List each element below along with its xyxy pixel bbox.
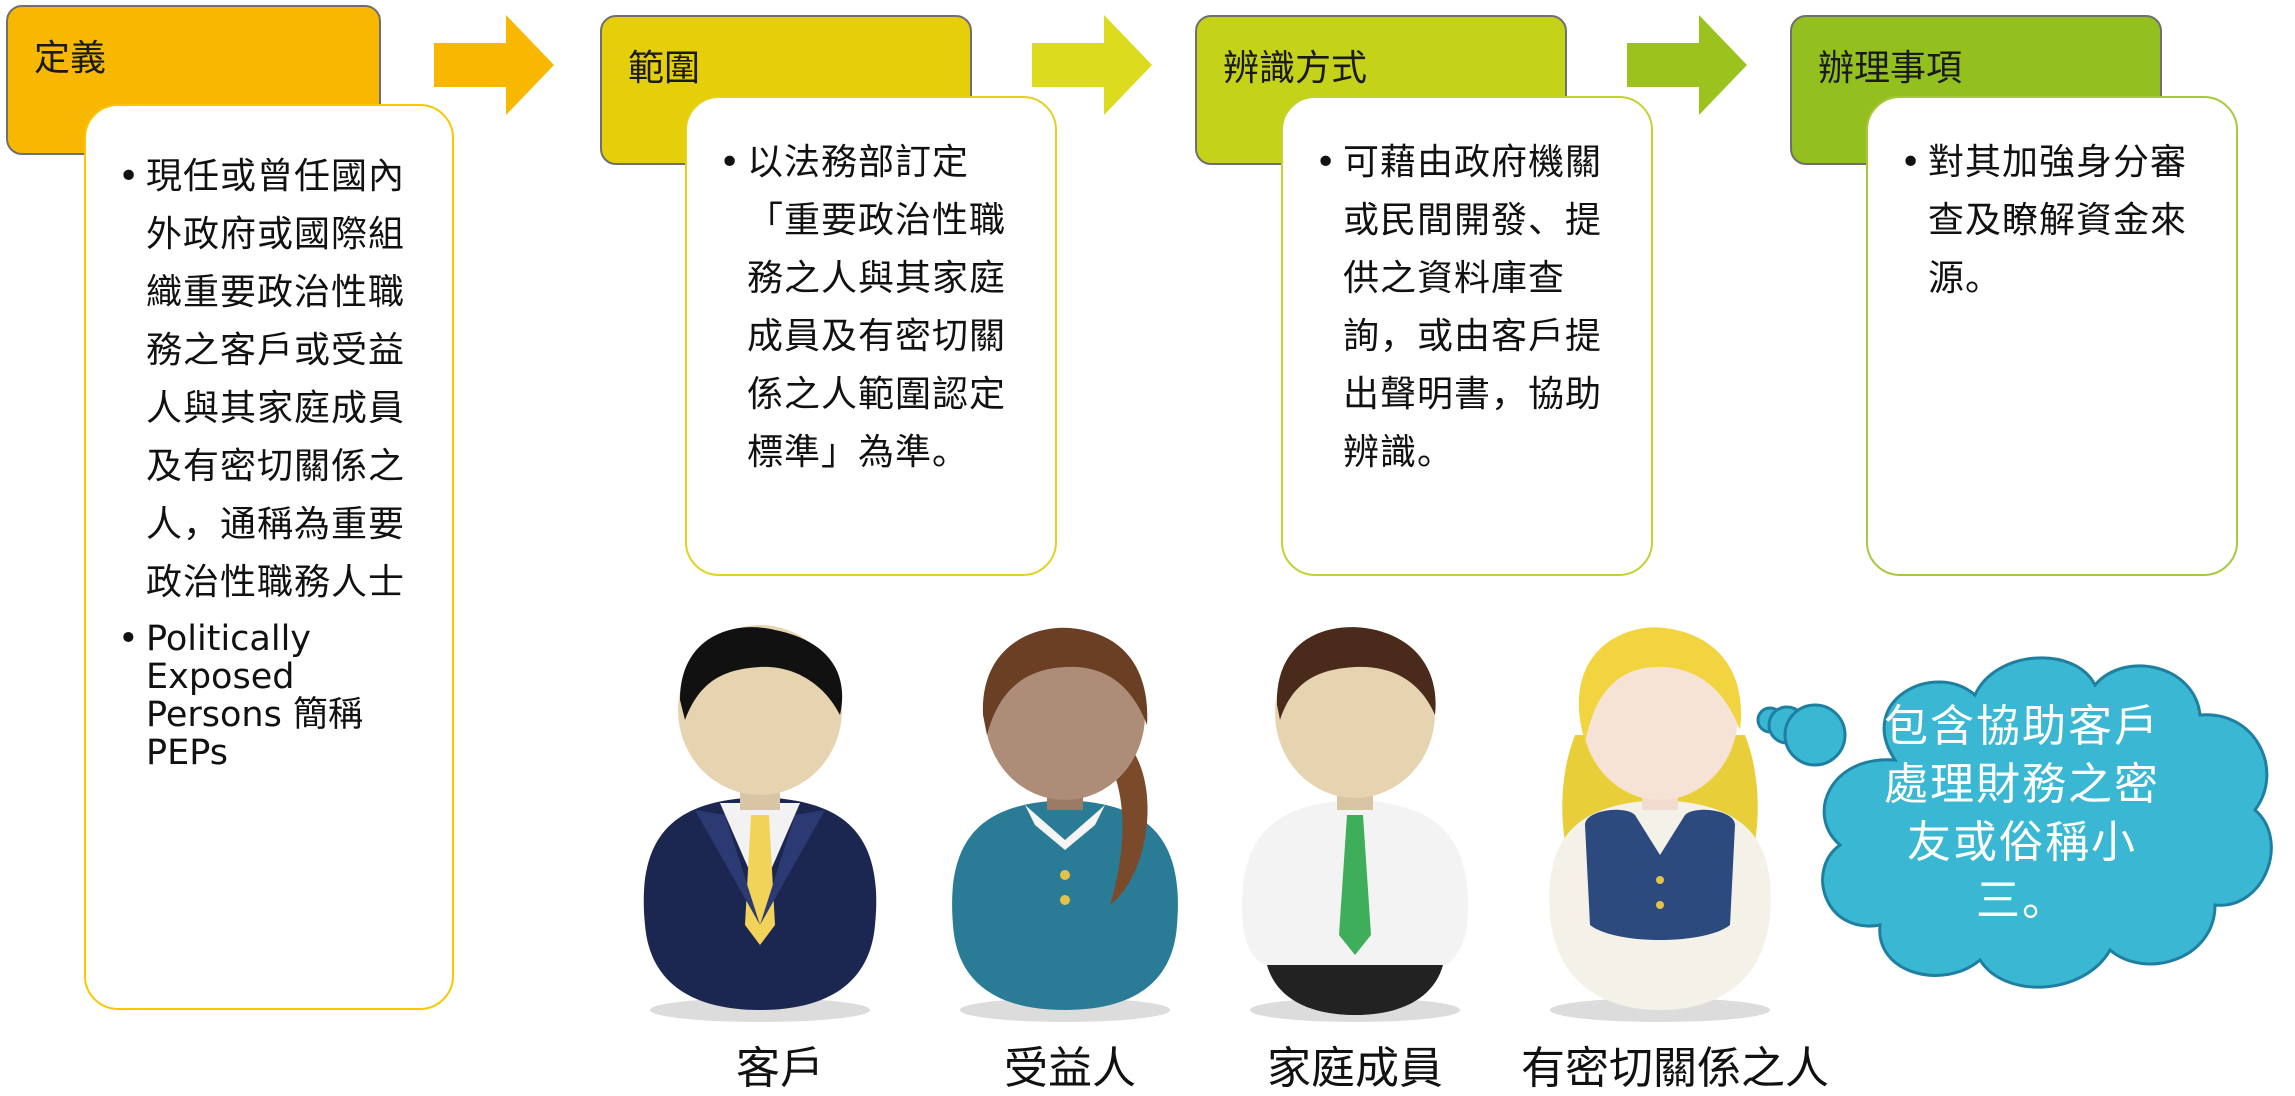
step-card-actions: 對其加強身分審查及瞭解資金來源。: [1866, 96, 2238, 576]
step-title-definition: 定義: [34, 38, 107, 79]
beneficiary-person-icon: [952, 627, 1178, 1022]
person-label-client: 客戶: [736, 1043, 824, 1094]
close-associate-person-icon: [1549, 627, 1771, 1022]
flow-arrow-3-icon: [1627, 15, 1747, 115]
family-member-person-icon: [1242, 627, 1468, 1022]
actions-bullet-1: 對其加強身分審查及瞭解資金來源。: [1900, 134, 2206, 308]
flow-arrow-2-icon: [1032, 15, 1152, 115]
step-title-scope: 範圍: [628, 48, 701, 89]
step-card-identification: 可藉由政府機關或民間開發、提供之資料庫查詢，或由客戶提出聲明書，協助辨識。: [1281, 96, 1653, 576]
step-card-scope: 以法務部訂定「重要政治性職務之人與其家庭成員及有密切關係之人範圍認定標準」為準。: [685, 96, 1057, 576]
person-label-family-member: 家庭成員: [1267, 1043, 1443, 1094]
identification-bullet-1: 可藉由政府機關或民間開發、提供之資料庫查詢，或由客戶提出聲明書，協助辨識。: [1315, 134, 1621, 482]
step-title-actions: 辦理事項: [1818, 48, 1963, 89]
client-person-icon: [643, 625, 877, 1022]
person-label-close-associate: 有密切關係之人: [1521, 1043, 1829, 1094]
step-title-identification: 辨識方式: [1223, 48, 1368, 89]
flow-arrow-1-icon: [434, 15, 554, 115]
definition-bullet-1: 現任或曾任國內外政府或國際組織重要政治性職務之客戶或受益人與其家庭成員及有密切關…: [118, 148, 424, 612]
person-label-beneficiary: 受益人: [1004, 1043, 1136, 1094]
definition-bullet-2: Politically Exposed Persons 簡稱PEPs: [118, 620, 366, 772]
scope-bullet-1: 以法務部訂定「重要政治性職務之人與其家庭成員及有密切關係之人範圍認定標準」為準。: [719, 134, 1015, 482]
thought-bubble-icon: [1756, 656, 2273, 989]
step-card-definition: 現任或曾任國內外政府或國際組織重要政治性職務之客戶或受益人與其家庭成員及有密切關…: [84, 104, 454, 1010]
thought-bubble-text: 包含協助客戶處理財務之密友或俗稱小三。: [1884, 701, 2160, 926]
